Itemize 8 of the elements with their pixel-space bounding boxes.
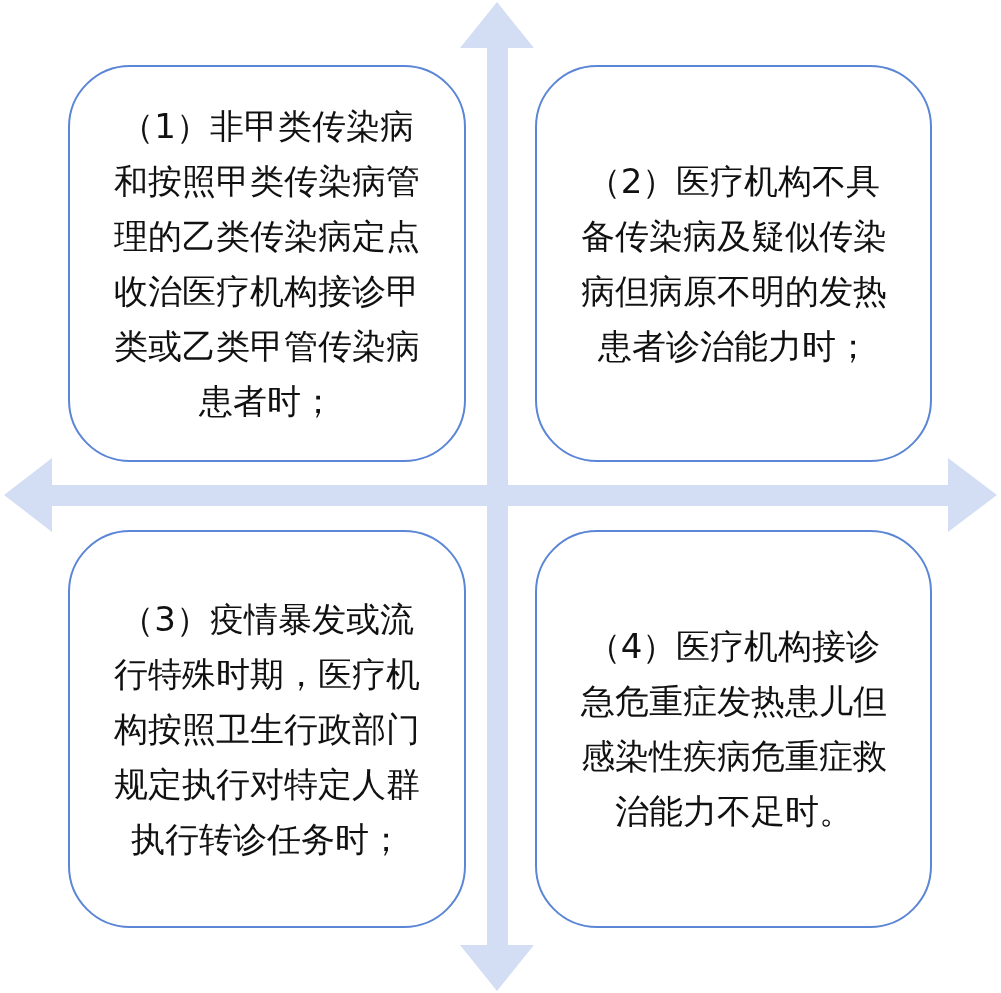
description-text: （4）医疗机构接诊急危重症发热患儿但感染性疾病危重症救治能力不足时。 bbox=[579, 625, 888, 833]
description-text: （3）疫情暴发或流行特殊时期，医疗机构按照卫生行政部门规定执行对特定人群执行转诊任务时； bbox=[113, 597, 421, 861]
rounded-box bbox=[535, 530, 932, 928]
rounded-box bbox=[68, 530, 466, 928]
rounded-box bbox=[68, 65, 466, 462]
rounded-box bbox=[535, 65, 932, 462]
description-text: （2）医疗机构不具备传染病及疑似传染病但病原不明的发热患者诊治能力时； bbox=[579, 159, 888, 368]
description-text: （1）非甲类传染病和按照甲类传染病管理的乙类传染病定点收治医疗机构接诊甲类或乙类甲管传染病患者时； bbox=[113, 104, 421, 423]
